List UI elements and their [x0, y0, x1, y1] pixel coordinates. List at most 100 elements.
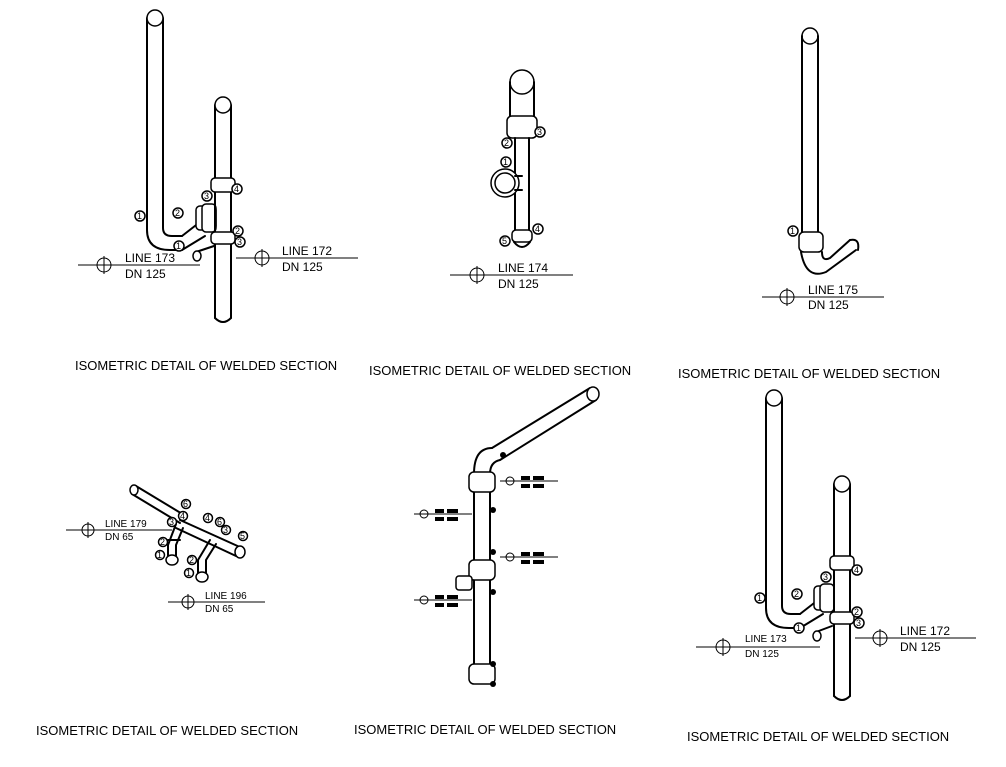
- detail-5-caption: ISOMETRIC DETAIL OF WELDED SECTION: [354, 722, 616, 737]
- line-number-label: LINE 175: [808, 283, 858, 297]
- pipe-size-label: DN 65: [105, 532, 134, 543]
- weld-number: 3: [204, 191, 209, 201]
- weld-marker: [793, 622, 805, 634]
- weld-marker: [787, 225, 799, 237]
- detail-6: 1 2 3 4 1 2 3 LINE 173 DN 125 LINE 172 D…: [687, 389, 976, 744]
- weld-number: 3: [169, 517, 174, 527]
- weld-number: 1: [796, 623, 801, 633]
- line-number-label: LINE 196: [205, 591, 247, 602]
- weld-marker: [173, 240, 185, 252]
- weld-number: 3: [856, 618, 861, 628]
- detail-2: 3 2 1 4 5 LINE 174 DN 125 ISOMETRIC DETA…: [369, 69, 631, 378]
- weld-marker: [237, 530, 249, 542]
- weld-number: 5: [240, 531, 245, 541]
- detail-1-caption: ISOMETRIC DETAIL OF WELDED SECTION: [75, 358, 337, 373]
- weld-marker: [820, 571, 832, 583]
- weld-number: 1: [137, 211, 142, 221]
- weld-marker: [754, 592, 766, 604]
- pipe-size-label: DN 125: [900, 640, 941, 654]
- detail-2-weld-markers: 3 2 1 4 5: [499, 126, 546, 247]
- weld-marker: [220, 524, 232, 536]
- detail-2-line-tag: LINE 174 DN 125: [450, 261, 573, 291]
- detail-6-weld-markers: 1 2 3 4 1 2 3: [754, 564, 865, 634]
- weld-marker: [791, 588, 803, 600]
- line-number-label: LINE 172: [282, 244, 332, 258]
- detail-3-line-tag: LINE 175 DN 125: [762, 283, 884, 312]
- weld-marker: [166, 516, 178, 528]
- weld-marker: [499, 235, 511, 247]
- weld-number: 4: [535, 224, 540, 234]
- detail-6-caption: ISOMETRIC DETAIL OF WELDED SECTION: [687, 729, 949, 744]
- weld-marker: [157, 536, 169, 548]
- detail-5-pipework: [455, 386, 600, 687]
- weld-marker: [234, 236, 246, 248]
- weld-marker: [186, 554, 198, 566]
- detail-4-caption: ISOMETRIC DETAIL OF WELDED SECTION: [36, 723, 298, 738]
- weld-number: 1: [757, 593, 762, 603]
- weld-number: 4: [234, 184, 239, 194]
- weld-marker: [851, 564, 863, 576]
- weld-marker: [231, 183, 243, 195]
- weld-number: 3: [237, 237, 242, 247]
- weld-number: 3: [537, 127, 542, 137]
- detail-2-caption: ISOMETRIC DETAIL OF WELDED SECTION: [369, 363, 631, 378]
- weld-marker: [180, 498, 192, 510]
- weld-number: 2: [189, 555, 194, 565]
- detail-4: 6 4 3 2 1 6 4 5 3 2 1 LINE 179 DN 65 LIN…: [36, 484, 298, 738]
- weld-marker: [501, 137, 513, 149]
- detail-3: 1 LINE 175 DN 125 ISOMETRIC DETAIL OF WE…: [678, 27, 940, 381]
- pipe-size-label: DN 65: [205, 604, 234, 615]
- detail-4-line-tag-a: LINE 179 DN 65: [66, 519, 172, 543]
- weld-number: 1: [186, 568, 191, 578]
- weld-number: 2: [794, 589, 799, 599]
- pipe-size-label: DN 125: [808, 298, 849, 312]
- weld-number: 2: [504, 138, 509, 148]
- detail-2-pipework: [490, 69, 538, 248]
- detail-6-line-tag-b: LINE 172 DN 125: [855, 624, 976, 654]
- weld-number: 1: [176, 241, 181, 251]
- weld-number: 2: [175, 208, 180, 218]
- weld-marker: [177, 510, 189, 522]
- detail-1-line-tag-b: LINE 172 DN 125: [236, 244, 358, 274]
- weld-number: 4: [854, 565, 859, 575]
- weld-number: 2: [854, 607, 859, 617]
- weld-number: 4: [205, 513, 210, 523]
- weld-number: 2: [160, 537, 165, 547]
- detail-1-weld-markers: 1 2 3 4 1 2 3: [134, 183, 246, 252]
- weld-number: 1: [503, 157, 508, 167]
- detail-3-weld-markers: 1: [787, 225, 799, 237]
- weld-marker: [172, 207, 184, 219]
- weld-number: 6: [217, 517, 222, 527]
- weld-marker: [232, 225, 244, 237]
- weld-number: 1: [790, 226, 795, 236]
- weld-marker: [201, 190, 213, 202]
- detail-6-line-tag-a: LINE 173 DN 125: [696, 634, 820, 660]
- detail-4-weld-markers: 6 4 3 2 1 6 4 5 3 2 1: [154, 498, 249, 579]
- line-number-label: LINE 179: [105, 519, 147, 530]
- detail-1-line-tag-a: LINE 173 DN 125: [78, 251, 200, 281]
- weld-number: 2: [235, 226, 240, 236]
- weld-marker: [214, 516, 226, 528]
- pipe-size-label: DN 125: [745, 649, 779, 660]
- weld-marker: [534, 126, 546, 138]
- weld-marker: [853, 617, 865, 629]
- weld-number: 5: [502, 236, 507, 246]
- weld-number: 1: [157, 550, 162, 560]
- weld-marker: [183, 567, 195, 579]
- pipe-size-label: DN 125: [282, 260, 323, 274]
- line-number-label: LINE 172: [900, 624, 950, 638]
- weld-number: 4: [180, 511, 185, 521]
- line-number-label: LINE 174: [498, 261, 548, 275]
- detail-5-line-tags: [414, 476, 558, 607]
- pipe-size-label: DN 125: [498, 277, 539, 291]
- line-number-label: LINE 173: [745, 634, 787, 645]
- weld-number: 3: [223, 525, 228, 535]
- weld-marker: [134, 210, 146, 222]
- weld-number: 3: [823, 572, 828, 582]
- pipe-size-label: DN 125: [125, 267, 166, 281]
- weld-marker: [154, 549, 166, 561]
- detail-3-caption: ISOMETRIC DETAIL OF WELDED SECTION: [678, 366, 940, 381]
- detail-1-pipework: [146, 9, 236, 323]
- detail-6-pipework: [765, 389, 855, 701]
